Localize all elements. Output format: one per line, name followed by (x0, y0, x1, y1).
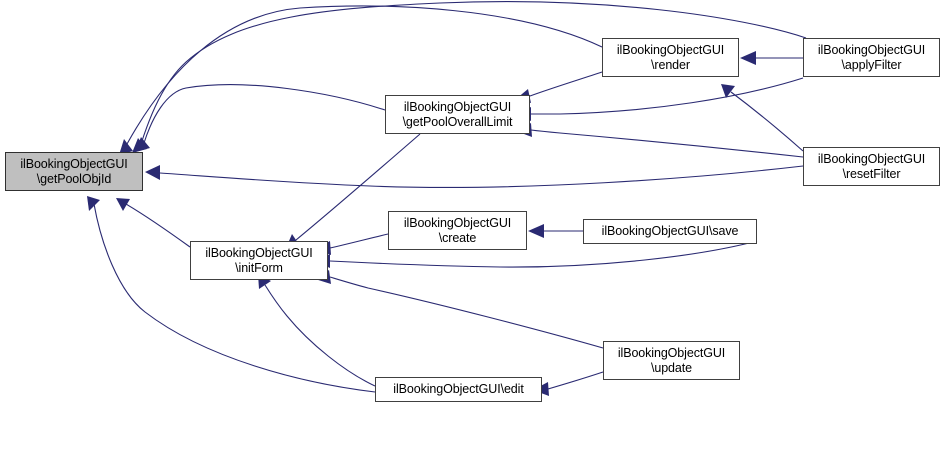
edge-save-to-create (528, 224, 583, 238)
edge-edit-to-getpoolobjid (87, 196, 376, 393)
edge-edit-to-initform (258, 274, 376, 387)
node-label: ilBookingObjectGUI \update (617, 345, 726, 375)
node-render[interactable]: ilBookingObjectGUI \render (602, 38, 739, 77)
edge-resetfilter-to-getpooloveralllimit (516, 123, 804, 158)
edge-resetfilter-to-getpoolobjid (145, 165, 804, 188)
edge-render-to-getpoolobjid (119, 5, 603, 155)
edge-initform-to-getpoolobjid (116, 198, 191, 248)
edge-save-to-initform (315, 240, 758, 268)
edge-applyfilter-to-render (740, 51, 803, 65)
node-label: ilBookingObjectGUI \render (616, 42, 725, 72)
node-label: ilBookingObjectGUI\edit (393, 382, 524, 396)
node-getpooloveralllimit[interactable]: ilBookingObjectGUI \getPoolOverallLimit (385, 95, 530, 134)
node-label: ilBookingObjectGUI \applyFilter (817, 42, 926, 72)
edge-update-to-initform (315, 270, 604, 349)
node-create[interactable]: ilBookingObjectGUI \create (388, 211, 527, 250)
edge-getpooloveralllimit-to-getpoolobjid (135, 84, 386, 152)
node-applyfilter[interactable]: ilBookingObjectGUI \applyFilter (803, 38, 940, 77)
node-save[interactable]: ilBookingObjectGUI\save (583, 219, 757, 244)
node-resetfilter[interactable]: ilBookingObjectGUI \resetFilter (803, 147, 940, 186)
edge-update-to-edit (533, 371, 604, 396)
node-initform[interactable]: ilBookingObjectGUI \initForm (190, 241, 328, 280)
node-label: ilBookingObjectGUI\save (601, 224, 739, 238)
node-getpoolobjid[interactable]: ilBookingObjectGUI \getPoolObjId (5, 152, 143, 191)
node-edit[interactable]: ilBookingObjectGUI\edit (375, 377, 542, 402)
node-label: ilBookingObjectGUI \create (403, 215, 512, 245)
node-label: ilBookingObjectGUI \initForm (205, 245, 313, 275)
node-label: ilBookingObjectGUI \getPoolObjId (20, 156, 128, 186)
node-update[interactable]: ilBookingObjectGUI \update (603, 341, 740, 380)
node-label: ilBookingObjectGUI \getPoolOverallLimit (402, 99, 513, 129)
edge-resetfilter-to-render (721, 84, 804, 152)
node-label: ilBookingObjectGUI \resetFilter (817, 151, 926, 181)
